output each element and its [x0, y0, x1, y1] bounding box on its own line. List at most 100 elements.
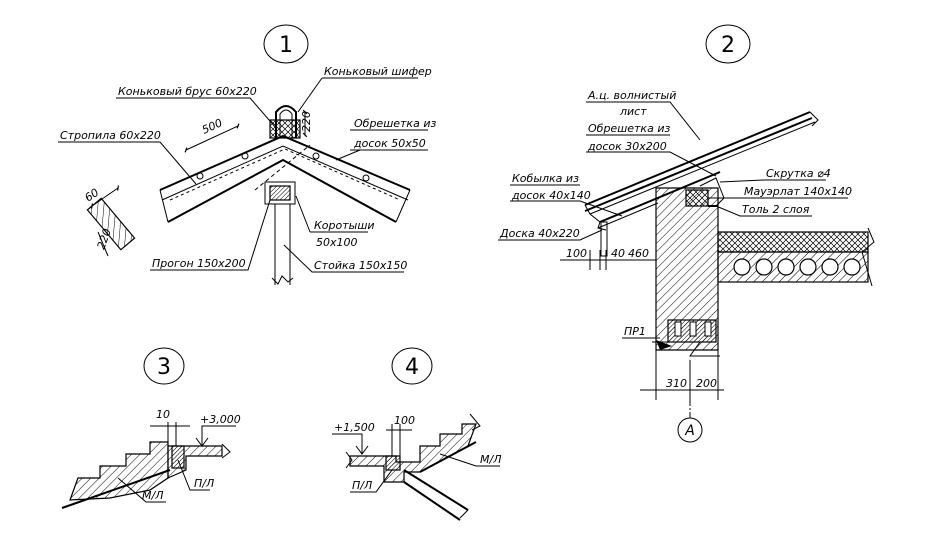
dim-100: 100: [566, 247, 587, 260]
detail-1-number-circle: [263, 24, 309, 64]
detail-4-stair-bottom: 4 100 +1,500 М/Л П/Л: [332, 347, 501, 521]
leader-sheathing: [586, 134, 717, 177]
dim-40: 40: [611, 247, 625, 260]
ridge-slate: [275, 105, 297, 138]
label-pl-4: П/Л: [352, 479, 372, 492]
level-mark-3: [195, 425, 236, 447]
detail-3-stair-top: 3 10 +3,000 М/Л П/Л: [61, 347, 241, 509]
section-dim-220: 220: [95, 227, 114, 251]
tie-dashed: [254, 144, 311, 191]
leader-skrutka: [719, 179, 826, 183]
break-mark: [809, 111, 819, 127]
leader-post: [283, 244, 404, 273]
leader-ml-4: [439, 453, 500, 467]
label-ml-4: М/Л: [480, 453, 501, 466]
label-stubs-1: Коротыши: [314, 219, 375, 232]
label-ridge-beam: Коньковый брус 60х220: [118, 85, 257, 98]
detail-2-number-circle: [705, 24, 751, 64]
batten-3: [312, 152, 320, 160]
label-purlin: Прогон 150х200: [152, 257, 246, 270]
batten-4: [362, 174, 370, 182]
label-pr1: ПР1: [624, 325, 646, 338]
label-battens-1: Обрешетка из: [354, 117, 436, 130]
landing-beam-4: [385, 455, 401, 471]
label-battens-2: досок 50х50: [353, 137, 426, 150]
leader-pl-3: [177, 459, 210, 491]
lower-flight-bottom: [403, 481, 461, 521]
label-post: Стойка 150х150: [314, 259, 407, 272]
leader-rafters: [58, 141, 197, 185]
label-sheet-1: А.ц. волнистый: [587, 89, 676, 102]
label-ml-3: М/Л: [142, 489, 163, 502]
level-3: +3,000: [200, 413, 241, 426]
label-ridge-slate: Коньковый шифер: [324, 65, 432, 78]
purlin: [264, 181, 296, 205]
leader-ml-3: [117, 477, 166, 503]
leader-ridge-slate: [297, 77, 418, 113]
section-rafter: [86, 197, 136, 251]
rafter-bottom-line: [167, 158, 397, 223]
dim-10: 10: [156, 408, 170, 421]
detail-1-number: 1: [279, 33, 293, 58]
dim-460: 460: [628, 247, 649, 260]
label-sheet-2: лист: [619, 105, 647, 118]
leader-ridge-beam: [116, 97, 277, 129]
purlin-section: [269, 185, 291, 201]
axis-label: А: [684, 423, 695, 439]
label-mauerlat: Мауэрлат 140х140: [744, 185, 852, 198]
dim-220-top: 220: [300, 111, 313, 132]
batten-1: [196, 172, 204, 180]
lower-flight-top: [403, 469, 469, 511]
label-sheathing-2: досок 30х200: [587, 140, 667, 153]
label-skrutka: Скрутка ⌀4: [766, 167, 831, 180]
rafter-ends: [159, 189, 411, 223]
label-tol: Толь 2 слоя: [742, 203, 810, 216]
dim-200: 200: [696, 377, 717, 390]
leader-battens: [335, 129, 428, 161]
level-mark-4: [332, 433, 369, 455]
dim-500-line: [184, 123, 240, 153]
leader-pl-4: [350, 469, 393, 493]
label-doska: Доска 40х220: [499, 227, 580, 240]
mauerlat: [685, 189, 709, 207]
section-dim-60-line: [90, 185, 120, 209]
leader-doska: [498, 229, 603, 241]
detail-1-ridge: 1 500 220 Коньковый шифер: [58, 24, 436, 285]
stair-soffit: [61, 469, 171, 509]
ridge-slate-inner: [279, 109, 293, 138]
batten-2: [241, 152, 249, 160]
break-mark-4b: [469, 413, 481, 431]
section-dim-220-line: [97, 231, 109, 257]
leader-stubs: [295, 195, 368, 233]
label-pl-3: П/Л: [194, 477, 214, 490]
corrugated-sheet: [584, 111, 813, 212]
rafter-line-2: [161, 145, 409, 201]
label-kobylka-2: досок 40х140: [511, 189, 591, 202]
lower-flight-end: [459, 509, 469, 519]
detail-4-number: 4: [405, 355, 419, 380]
fascia-board: [600, 221, 608, 257]
label-kobylka-1: Кобылка из: [512, 172, 579, 185]
leader-sheet: [586, 101, 701, 141]
slab-voids: [733, 258, 861, 276]
slab-break: [861, 227, 875, 287]
label-rafters: Стропила 60х220: [60, 129, 161, 142]
detail-4-number-circle: [391, 347, 433, 385]
leader-purlin: [150, 199, 271, 271]
section-dim-60: 60: [82, 186, 101, 205]
leader-kobylka: [510, 184, 623, 217]
detail-2-eaves: 2 3: [498, 24, 875, 443]
rafter-leg: [597, 202, 659, 229]
detail-2-number: 2: [721, 33, 735, 58]
axis-marker: [677, 417, 703, 443]
break-mark-3: [221, 443, 231, 459]
detail-3-number: 3: [157, 355, 171, 380]
label-stubs-2: 50х100: [316, 236, 358, 249]
wall-break: [652, 341, 720, 357]
wire-twist: [699, 177, 725, 207]
label-sheathing-1: Обрешетка из: [588, 122, 670, 135]
dim-100-4: 100: [394, 414, 415, 427]
level-4: +1,500: [334, 421, 375, 434]
stair-flight-4: [349, 423, 477, 483]
